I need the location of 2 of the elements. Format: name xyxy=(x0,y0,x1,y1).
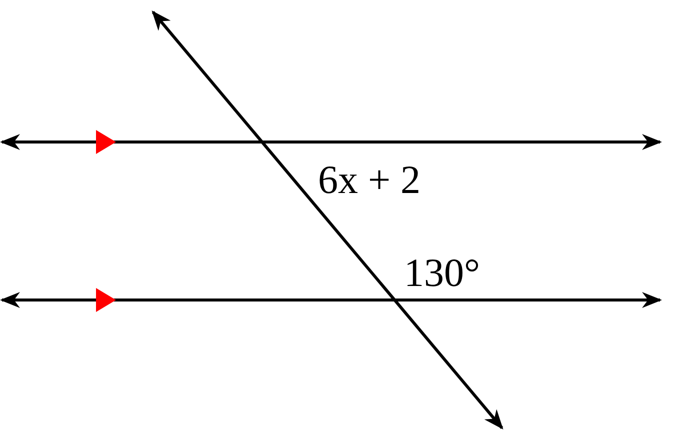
angle-label: 6x + 2 xyxy=(318,160,421,200)
angle-label: 130° xyxy=(404,253,480,293)
